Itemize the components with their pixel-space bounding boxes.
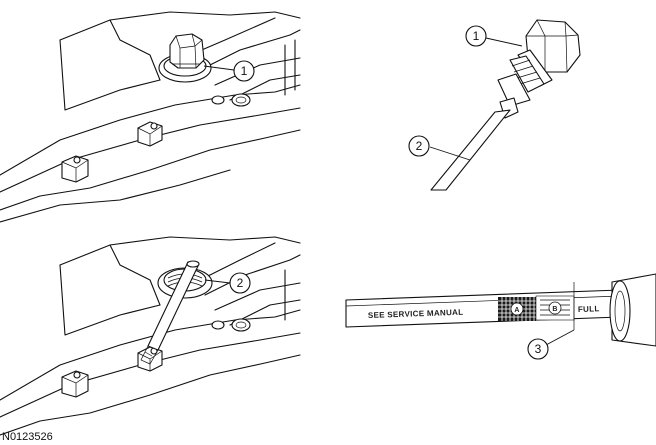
callout-3-label: 3 <box>535 342 542 356</box>
callout-2b-label: 2 <box>416 139 423 153</box>
callout-2-label: 2 <box>237 276 244 290</box>
mark-b-label: B <box>552 306 557 313</box>
panel-plug-installed: 1 <box>0 11 301 223</box>
panel-dipstick-inserted: 2 <box>0 236 301 436</box>
figure-code: N0123526 <box>2 431 53 443</box>
panel-plug-detail: 1 2 <box>408 19 581 191</box>
dotted-zone: B <box>535 295 575 321</box>
mark-a-label: A <box>514 307 519 314</box>
full-label: FULL <box>578 304 600 314</box>
dipstick-text: SEE SERVICE MANUAL <box>368 308 464 320</box>
callout-1-label: 1 <box>241 64 248 78</box>
crosshatch-zone: A <box>498 297 536 321</box>
callout-1b-label: 1 <box>473 29 480 43</box>
panel-dipstick-marking: A B SEE SERVICE MANUAL FULL 3 <box>345 273 656 360</box>
